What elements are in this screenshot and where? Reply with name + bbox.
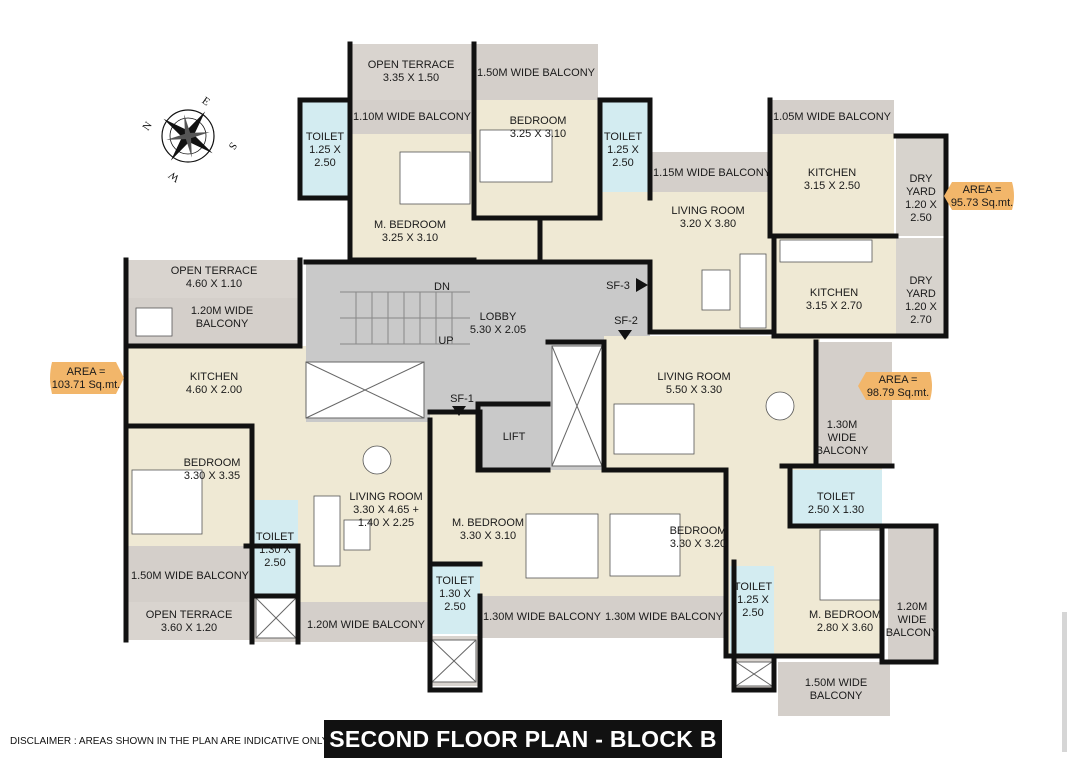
compass-w: W [166,168,182,184]
label-stairs-dn: DN [434,281,450,293]
label-sf2: SF-2 [614,315,638,327]
sf3-marker [636,278,648,292]
label-balcony-105: 1.05M WIDE BALCONY [773,111,892,123]
label-lift: LIFT [503,431,526,443]
disclaimer-text: DISCLAIMER : AREAS SHOWN IN THE PLAN ARE… [10,736,329,747]
area-badge-right: AREA = 98.79 Sq.mt. [858,372,932,400]
label-stairs-up: UP [438,335,453,347]
furniture [131,129,883,601]
compass-rose-icon: N E S W [140,95,239,185]
label-balcony-110: 1.10M WIDE BALCONY [353,111,472,123]
svg-text:95.73 Sq.mt.: 95.73 Sq.mt. [951,197,1013,209]
walls [123,41,949,693]
svg-text:AREA =: AREA = [67,366,106,378]
compass-n: N [140,120,154,133]
label-sf3: SF-3 [606,280,630,292]
page-title: SECOND FLOOR PLAN - BLOCK B [324,720,722,758]
svg-text:AREA =: AREA = [879,374,918,386]
label-balcony-150-top: 1.50M WIDE BALCONY [477,67,596,79]
label-balcony-150-left: 1.50M WIDE BALCONY [131,570,250,582]
label-balcony-120-bottom: 1.20M WIDE BALCONY [307,619,426,631]
area-badge-top-right: AREA = 95.73 Sq.mt. [944,182,1014,210]
sf2-marker [618,330,632,340]
shaft-markers [452,278,648,416]
area-badge-left: AREA = 103.71 Sq.mt. [50,362,124,394]
svg-text:103.71 Sq.mt.: 103.71 Sq.mt. [52,379,121,391]
label-balcony-130-mid2: 1.30M WIDE BALCONY [605,611,724,623]
svg-text:AREA =: AREA = [963,184,1002,196]
svg-text:98.79 Sq.mt.: 98.79 Sq.mt. [867,387,929,399]
sf1-marker [452,406,466,416]
compass-s: S [226,140,239,152]
staircase [340,291,470,345]
voids [255,345,773,687]
scrollbar[interactable] [1062,612,1067,752]
label-balcony-115: 1.15M WIDE BALCONY [653,167,772,179]
label-balcony-130-mid1: 1.30M WIDE BALCONY [483,611,602,623]
label-sf1: SF-1 [450,393,474,405]
compass-e: E [200,95,213,109]
